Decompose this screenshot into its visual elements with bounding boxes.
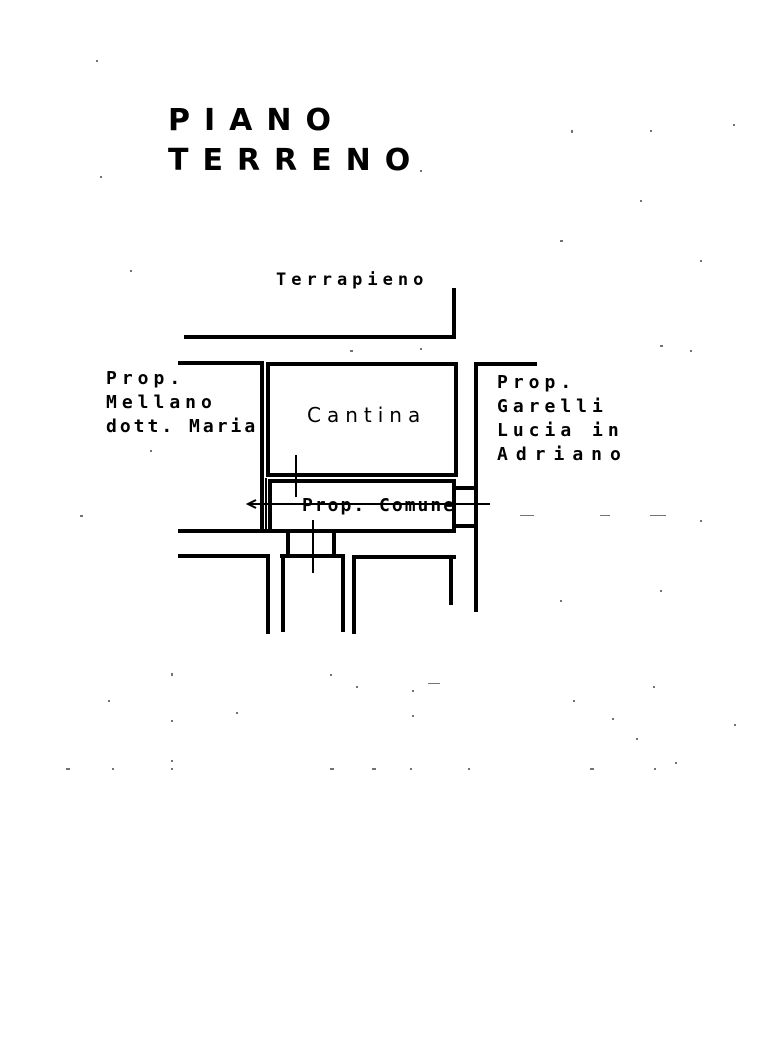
scan-noise — [66, 60, 736, 770]
left-neighbor-wall — [178, 361, 264, 532]
left-neighbor-label: Prop. Mellano dott. Maria — [106, 370, 258, 436]
cantina-room-outline — [266, 362, 458, 477]
right-neighbor-wall — [474, 362, 537, 612]
title-line-1: PIANO — [168, 103, 345, 138]
lower-right-room — [352, 555, 456, 634]
cantina-label: Cantina — [307, 403, 427, 427]
left-neighbor-line-2: Mellano — [106, 392, 217, 413]
corridor-extensions — [178, 529, 272, 634]
terrapieno-boundary — [184, 288, 456, 339]
common-property-label: Prop. Comune — [302, 495, 457, 516]
title-line-2: TERRENO — [168, 143, 425, 178]
section-markers — [245, 455, 490, 573]
left-neighbor-line-1: Prop. — [106, 368, 186, 389]
right-neighbor-label: Prop. Garelli Lucia in Adriano — [497, 374, 629, 464]
left-neighbor-line-3: dott. Maria — [106, 416, 259, 437]
right-neighbor-line-4: Adriano — [497, 444, 629, 465]
right-neighbor-line-3: Lucia in — [497, 420, 624, 441]
right-neighbor-line-2: Garelli — [497, 396, 608, 417]
terrapieno-label: Terrapieno — [276, 270, 429, 290]
right-neighbor-line-1: Prop. — [497, 372, 577, 393]
